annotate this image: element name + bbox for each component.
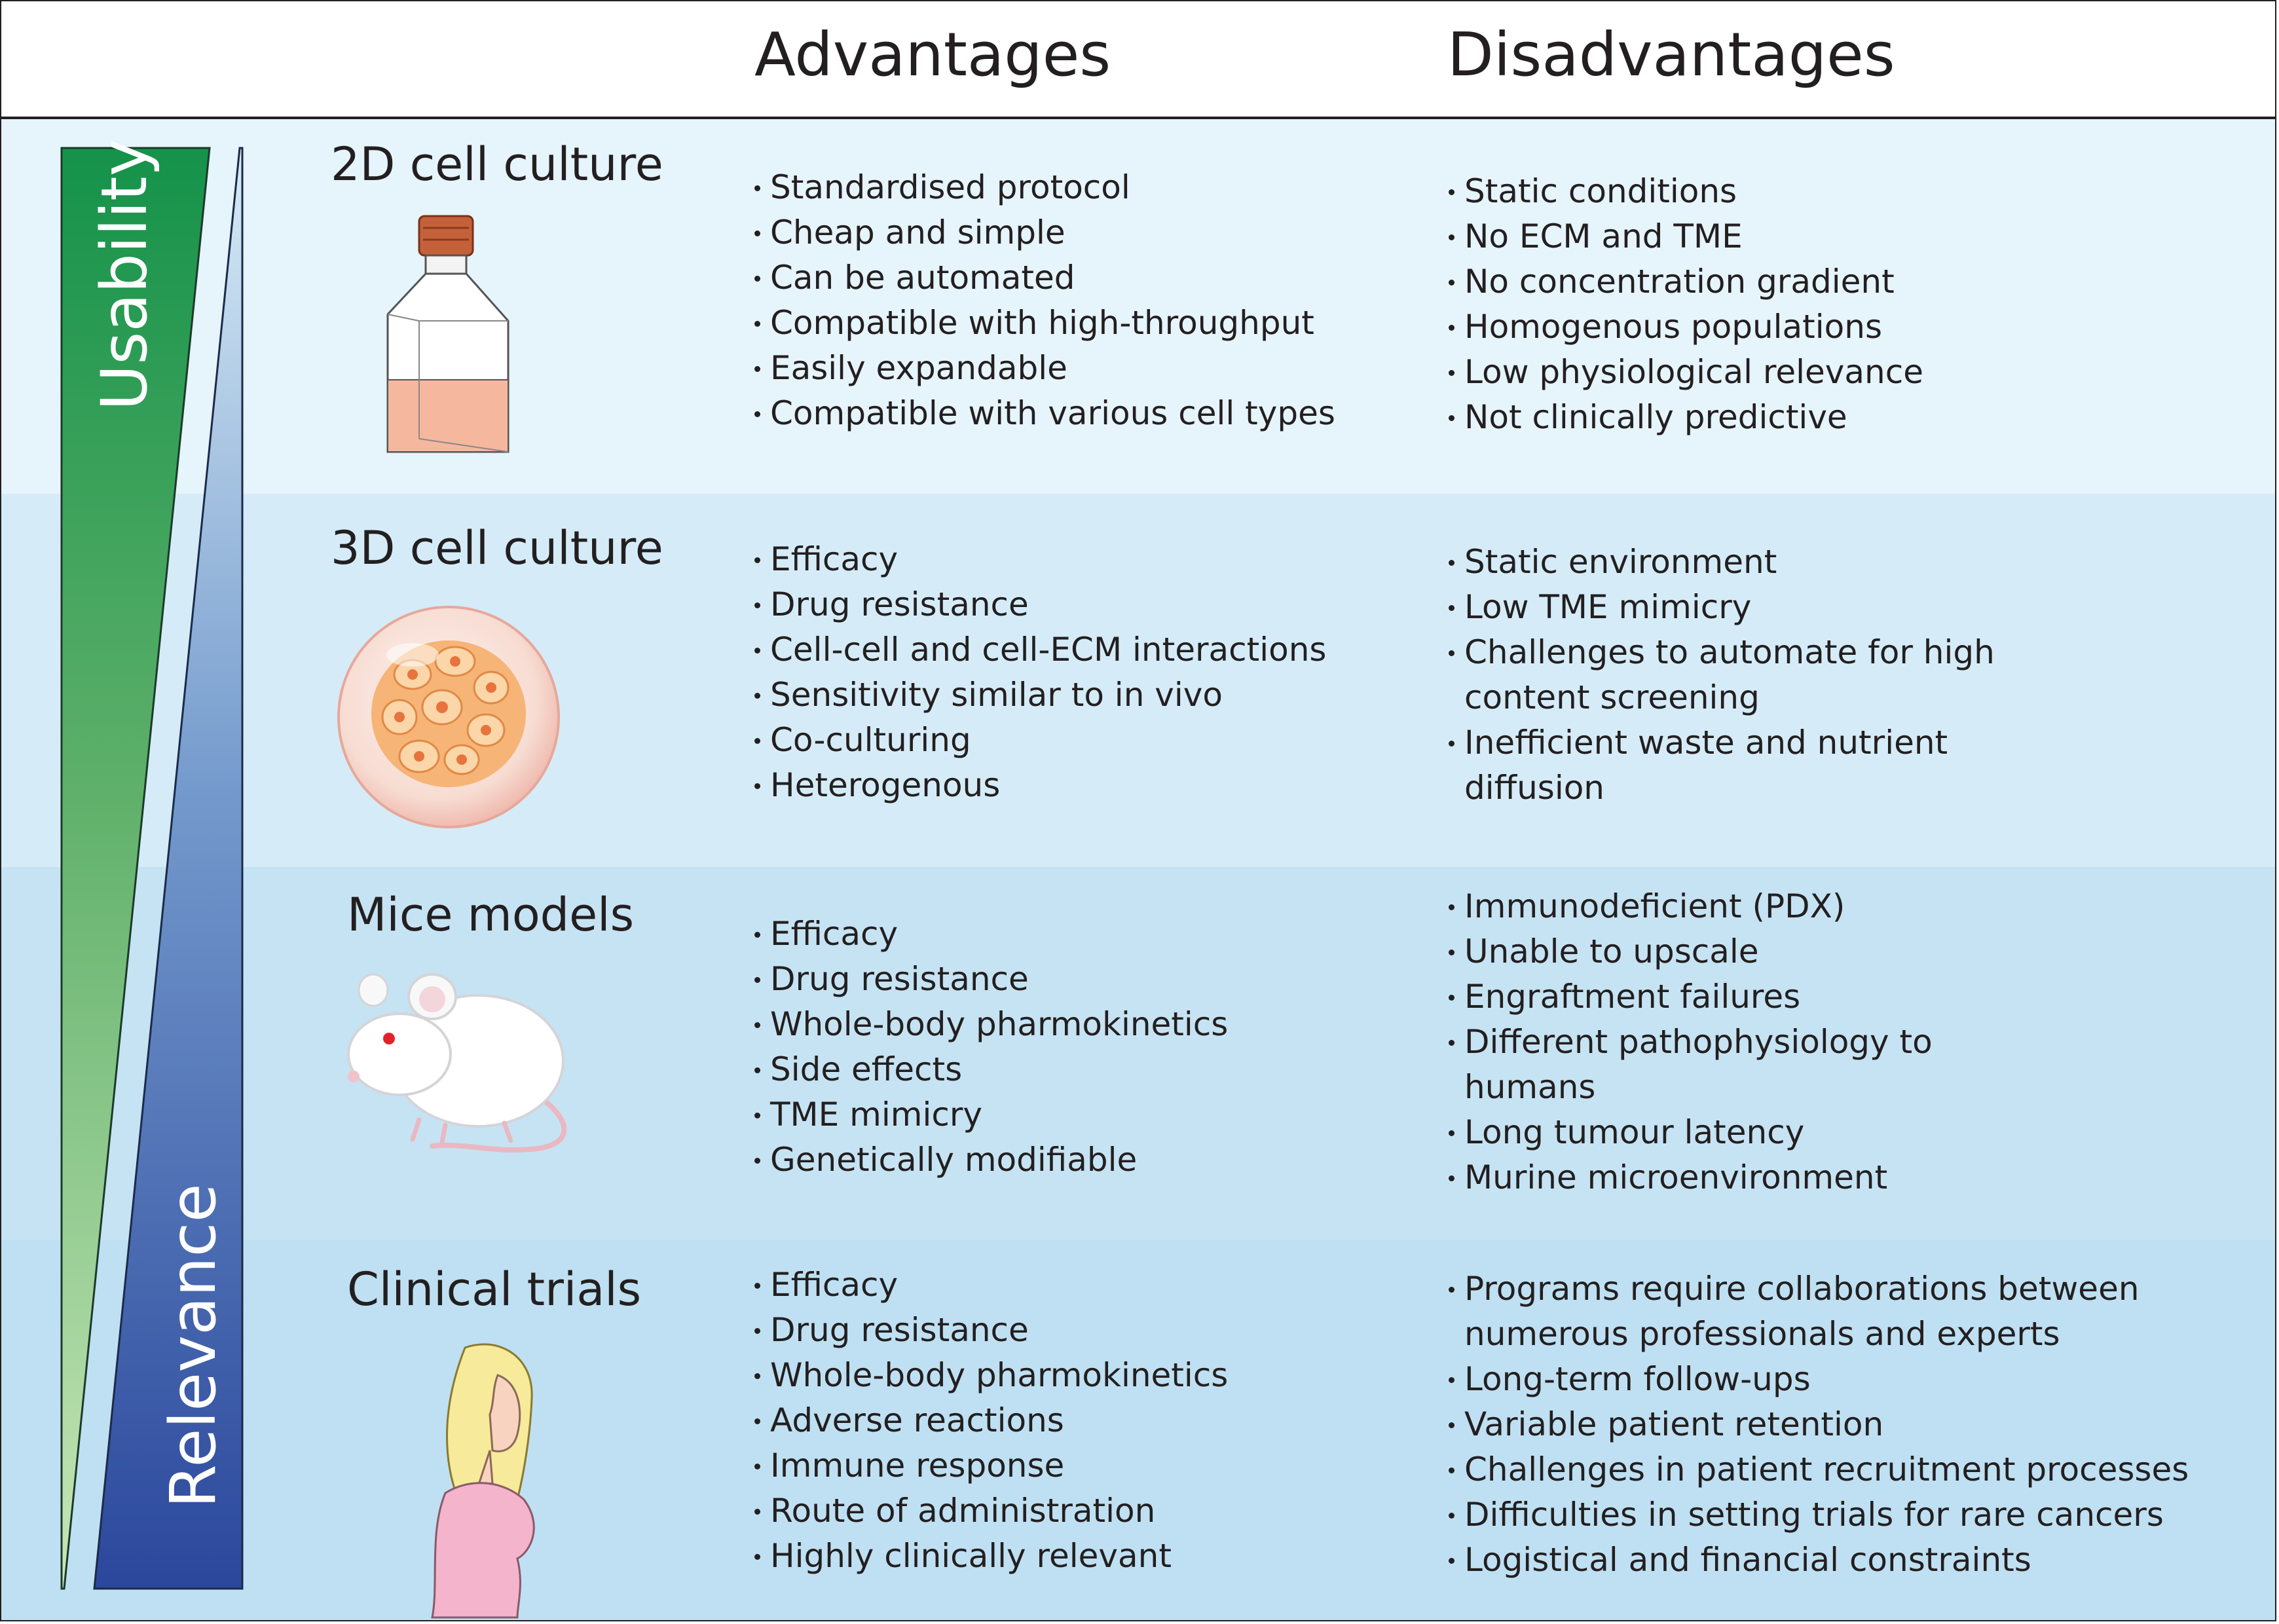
spheroid-icon [337, 606, 560, 828]
list-item: Whole-body pharmokinetics [753, 1353, 1228, 1398]
disadvantages-list-mice: Immunodeficient (PDX) Unable to upscale … [1447, 884, 1958, 1200]
row-band-2d [0, 119, 2276, 494]
list-item: Efficacy [753, 912, 1228, 957]
disadvantages-list-2d: Static conditions No ECM and TME No conc… [1447, 169, 1923, 440]
list-item: Static environment [1447, 540, 2010, 585]
row-title-clinical: Clinical trials [347, 1263, 642, 1316]
list-item: Challenges to automate for high content … [1447, 630, 2010, 720]
row-title-3d: 3D cell culture [331, 521, 663, 575]
list-item: Low physiological relevance [1447, 350, 1923, 395]
list-item: Immune response [753, 1443, 1228, 1488]
patient-icon [431, 1343, 535, 1619]
list-item: Different pathophysiology to humans [1447, 1020, 1958, 1110]
advantages-heading: Advantages [754, 20, 1111, 90]
list-item: Inefficient waste and nutrient diffusion [1447, 720, 2010, 811]
list-item: Immunodeficient (PDX) [1447, 884, 1958, 929]
list-item: Cell-cell and cell-ECM interactions [753, 627, 1326, 673]
usability-relevance-scale [60, 147, 244, 1590]
list-item: Challenges in patient recruitment proces… [1447, 1447, 2194, 1492]
list-item: Difficulties in setting trials for rare … [1447, 1492, 2194, 1538]
list-item: Logistical and financial constraints [1447, 1538, 2194, 1583]
advantages-list-clinical: Efficacy Drug resistance Whole-body phar… [753, 1263, 1228, 1579]
cell-culture-flask-icon [386, 215, 510, 453]
list-item: Route of administration [753, 1488, 1228, 1534]
list-item: Low TME mimicry [1447, 585, 2010, 630]
advantages-list-3d: Efficacy Drug resistance Cell-cell and c… [753, 537, 1326, 808]
list-item: Static conditions [1447, 169, 1923, 214]
list-item: Compatible with various cell types [753, 391, 1335, 436]
list-item: Efficacy [753, 537, 1326, 582]
list-item: No ECM and TME [1447, 214, 1923, 259]
list-item: Cheap and simple [753, 210, 1335, 255]
mouse-icon [347, 973, 567, 1153]
list-item: Compatible with high-throughput [753, 301, 1335, 346]
list-item: Engraftment failures [1447, 974, 1958, 1020]
list-item: Co-culturing [753, 718, 1326, 763]
list-item: Variable patient retention [1447, 1402, 2194, 1447]
list-item: Efficacy [753, 1263, 1228, 1308]
list-item: TME mimicry [753, 1092, 1228, 1137]
advantages-list-mice: Efficacy Drug resistance Whole-body phar… [753, 912, 1228, 1183]
disadvantages-list-3d: Static environment Low TME mimicry Chall… [1447, 540, 2010, 811]
row-title-mice: Mice models [347, 888, 635, 942]
list-item: Easily expandable [753, 346, 1335, 391]
list-item: Drug resistance [753, 1308, 1228, 1353]
row-band-clinical [0, 1240, 2276, 1621]
advantages-list-2d: Standardised protocol Cheap and simple C… [753, 165, 1335, 436]
list-item: Programs require collaborations between … [1447, 1266, 2194, 1357]
row-title-2d: 2D cell culture [331, 138, 663, 191]
list-item: Sensitivity similar to in vivo [753, 673, 1326, 718]
list-item: Drug resistance [753, 957, 1228, 1002]
table-header: Advantages Disadvantages [0, 0, 2276, 119]
disadvantages-list-clinical: Programs require collaborations between … [1447, 1266, 2194, 1583]
list-item: Murine microenvironment [1447, 1155, 1958, 1200]
relevance-wedge [93, 147, 244, 1590]
list-item: Standardised protocol [753, 165, 1335, 210]
list-item: Homogenous populations [1447, 304, 1923, 350]
list-item: Long tumour latency [1447, 1110, 1958, 1155]
list-item: Can be automated [753, 255, 1335, 301]
list-item: Not clinically predictive [1447, 395, 1923, 440]
list-item: Genetically modifiable [753, 1137, 1228, 1183]
list-item: Adverse reactions [753, 1398, 1228, 1443]
list-item: Whole-body pharmokinetics [753, 1002, 1228, 1047]
list-item: Highly clinically relevant [753, 1534, 1228, 1579]
list-item: Side effects [753, 1047, 1228, 1092]
usability-wedge [60, 147, 211, 1590]
list-item: Long-term follow-ups [1447, 1357, 2194, 1402]
list-item: Unable to upscale [1447, 929, 1958, 974]
disadvantages-heading: Disadvantages [1447, 20, 1895, 90]
list-item: No concentration gradient [1447, 259, 1923, 304]
list-item: Heterogenous [753, 763, 1326, 808]
list-item: Drug resistance [753, 582, 1326, 627]
